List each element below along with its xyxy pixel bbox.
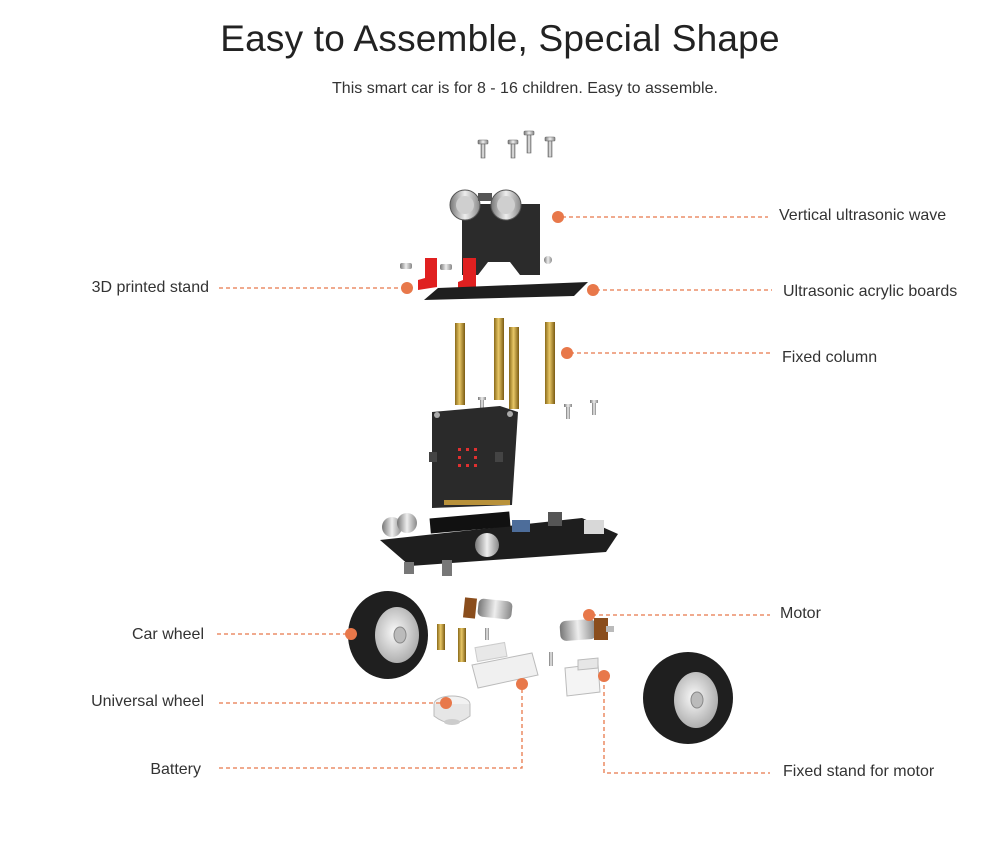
- fixed-stand-for-motor: [564, 657, 601, 697]
- small-brass-standoffs: [437, 624, 466, 662]
- label-motor: Motor: [780, 605, 821, 622]
- motor-left: [462, 597, 513, 620]
- label-3d-printed-stand: 3D printed stand: [91, 279, 209, 296]
- label-fixed-column: Fixed column: [782, 349, 878, 366]
- callout-leaders: [217, 216, 772, 774]
- universal-wheel: [433, 695, 471, 725]
- motor-right: [559, 618, 614, 641]
- callout-dots: [345, 211, 610, 709]
- microbit-board: [429, 406, 518, 508]
- ultrasonic-acrylic-board: [424, 282, 588, 300]
- label-car-wheel: Car wheel: [131, 626, 204, 643]
- car-wheel-right: [643, 652, 733, 744]
- label-ultrasonic-acrylic-boards: Ultrasonic acrylic boards: [783, 283, 958, 300]
- label-vertical-ultrasonic-wave: Vertical ultrasonic wave: [779, 207, 947, 224]
- column-screws: [478, 397, 598, 419]
- page-title: Easy to Assemble, Special Shape: [220, 18, 780, 59]
- label-fixed-stand-for-motor: Fixed stand for motor: [783, 763, 935, 780]
- small-screws: [485, 628, 553, 666]
- main-chassis-board: [380, 511, 618, 576]
- fixed-columns: [455, 318, 555, 409]
- 3d-printed-stand: [400, 258, 476, 292]
- label-universal-wheel: Universal wheel: [91, 693, 204, 710]
- page-subtitle: This smart car is for 8 - 16 children. E…: [332, 80, 718, 97]
- car-wheel-left: [348, 591, 428, 679]
- ultrasonic-sensor: [449, 189, 552, 275]
- label-battery: Battery: [150, 761, 201, 778]
- battery-holder: [471, 641, 539, 689]
- top-screws: [477, 130, 556, 159]
